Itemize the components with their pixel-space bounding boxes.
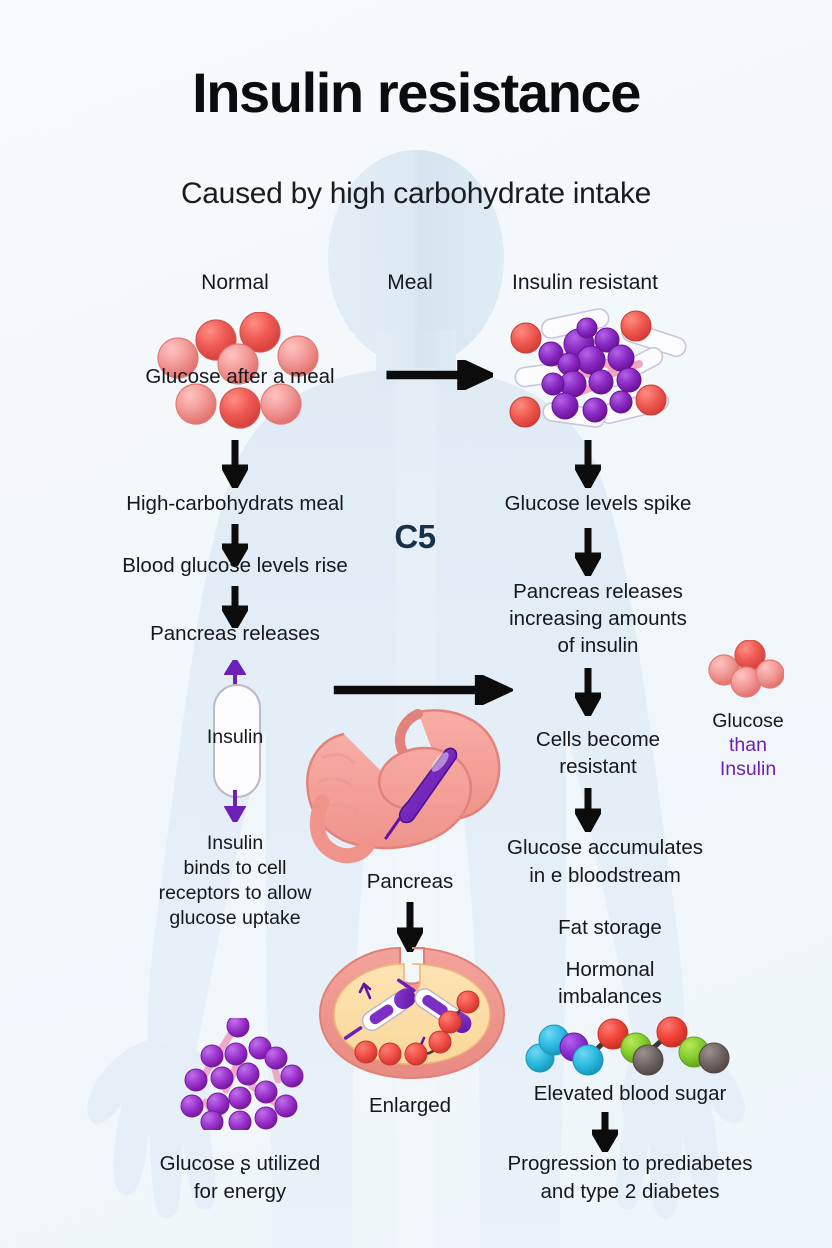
arrow-down-pancreas xyxy=(397,902,423,952)
arrow-down-right-4 xyxy=(575,788,601,832)
right-step-3-line-1: Cells become xyxy=(535,728,661,751)
left-step-4-line-4: glucose uptake xyxy=(169,907,301,929)
enlarged-label: Enlarged xyxy=(368,1094,452,1117)
insulin-capsule-icon xyxy=(213,684,261,798)
left-step-4-line-2: binds to cell xyxy=(183,857,287,879)
right-step-8-line-1: Progression to prediabetes xyxy=(507,1152,753,1175)
right-step-5: Fat storage xyxy=(558,916,662,939)
left-step-1: High-carbohydrats meal xyxy=(126,492,344,515)
side-legend-glucose-cluster-icon xyxy=(708,640,784,698)
page-title: Insulin resistance xyxy=(192,61,641,124)
insulin-resistance-cluster-icon xyxy=(509,308,687,428)
right-step-2-line-1: Pancreas releases xyxy=(513,580,683,603)
arrow-right-meal-mid xyxy=(333,675,513,705)
left-step-4-line-1: Insulin xyxy=(206,832,264,854)
arrow-down-right-5 xyxy=(592,1112,618,1152)
multicolor-molecule-chain-icon xyxy=(525,1016,730,1076)
page-subtitle: Caused by high carbohydrate intake xyxy=(180,177,652,210)
right-step-6-line-1: Hormonal xyxy=(565,958,655,981)
left-step-glucose-after-meal: Glucose after a meal xyxy=(145,365,335,388)
right-step-2-line-3: of insulin xyxy=(557,634,639,657)
right-step-4-line-1: Glucose accumulates xyxy=(507,836,703,859)
left-bottom-line-1: Glucose ʂ utilized xyxy=(159,1152,321,1175)
arrow-down-left-3 xyxy=(222,586,248,628)
arrow-right-meal-top xyxy=(386,360,493,390)
arrow-down-right-1 xyxy=(575,440,601,488)
right-step-8-line-2: and type 2 diabetes xyxy=(540,1180,720,1203)
side-legend-line-1: Glucose xyxy=(712,710,784,732)
arrow-down-right-3 xyxy=(575,668,601,716)
right-step-6-line-2: imbalances xyxy=(558,985,662,1008)
column-header-meal: Meal xyxy=(387,271,433,294)
left-bottom-line-2: for energy xyxy=(193,1180,287,1203)
watermark-label: C5 xyxy=(394,518,436,555)
pancreas-label: Pancreas xyxy=(366,870,454,893)
arrow-down-right-2 xyxy=(575,528,601,576)
arrow-down-insulin xyxy=(224,790,246,822)
side-legend-line-3: Insulin xyxy=(719,758,777,780)
side-legend-line-2: than xyxy=(729,734,767,756)
arrow-down-left-1 xyxy=(222,440,248,488)
left-step-2: Blood glucose levels rise xyxy=(122,554,348,577)
enlarged-cell-cross-section-icon xyxy=(318,946,506,1080)
purple-glucose-molecule-icon xyxy=(180,1018,304,1130)
right-step-1: Glucose levels spike xyxy=(504,492,692,515)
right-step-2-line-2: increasing amounts xyxy=(509,607,687,630)
column-header-normal: Normal xyxy=(201,271,269,294)
right-step-4-line-2: in e bloodstream xyxy=(529,864,681,887)
right-step-3-line-2: resistant xyxy=(559,755,637,778)
arrow-down-left-2 xyxy=(222,524,248,566)
glucose-molecule-cluster-icon xyxy=(157,312,319,429)
left-step-4-line-3: receptors to allow xyxy=(158,882,312,904)
column-header-insulin-resistant: Insulin resistant xyxy=(512,271,658,294)
insulin-capsule-label: Insulin xyxy=(206,726,264,748)
pancreas-organ-icon xyxy=(306,709,501,864)
left-step-3: Pancreas releases xyxy=(150,622,320,645)
right-step-7: Elevated blood sugar xyxy=(533,1082,727,1105)
